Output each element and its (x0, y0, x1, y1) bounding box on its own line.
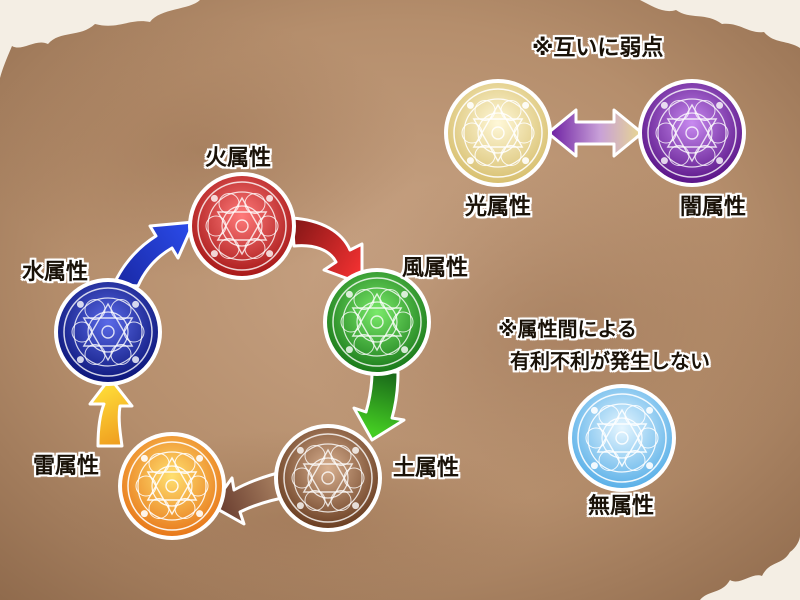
wind-element-label: 風属性 (402, 256, 469, 281)
light-element-label: 光属性 (465, 195, 532, 220)
fire-element-emblem (188, 172, 296, 280)
earth-element-label: 土属性 (393, 456, 460, 481)
neutral-note-line2: 有利不利が発生しない (510, 349, 710, 373)
none-element-emblem (568, 384, 676, 492)
wind-element-emblem (323, 268, 431, 376)
parchment-stain (300, 160, 800, 500)
arrow-earth-to-thunder (210, 468, 294, 526)
light-element-emblem (444, 79, 552, 187)
torn-corner-top-left (0, 0, 200, 78)
arrow-thunder-to-water (88, 376, 134, 448)
neutral-note-line1: ※属性間による (498, 317, 637, 341)
dark-element-label: 闇属性 (680, 195, 747, 220)
none-element-label: 無属性 (588, 494, 655, 519)
thunder-element-label: 雷属性 (33, 454, 100, 479)
torn-corner-bottom-right (700, 536, 800, 600)
earth-element-emblem (274, 424, 382, 532)
fire-element-label: 火属性 (205, 146, 272, 171)
arrow-wind-to-earth (352, 370, 406, 442)
thunder-element-emblem (118, 432, 226, 540)
torn-corner-top-right (640, 0, 800, 48)
dark-element-emblem (638, 79, 746, 187)
mutual-weakness-note: ※互いに弱点 (532, 36, 664, 61)
parchment-stain (0, 20, 420, 280)
water-element-emblem (54, 278, 162, 386)
water-element-label: 水属性 (22, 260, 89, 285)
